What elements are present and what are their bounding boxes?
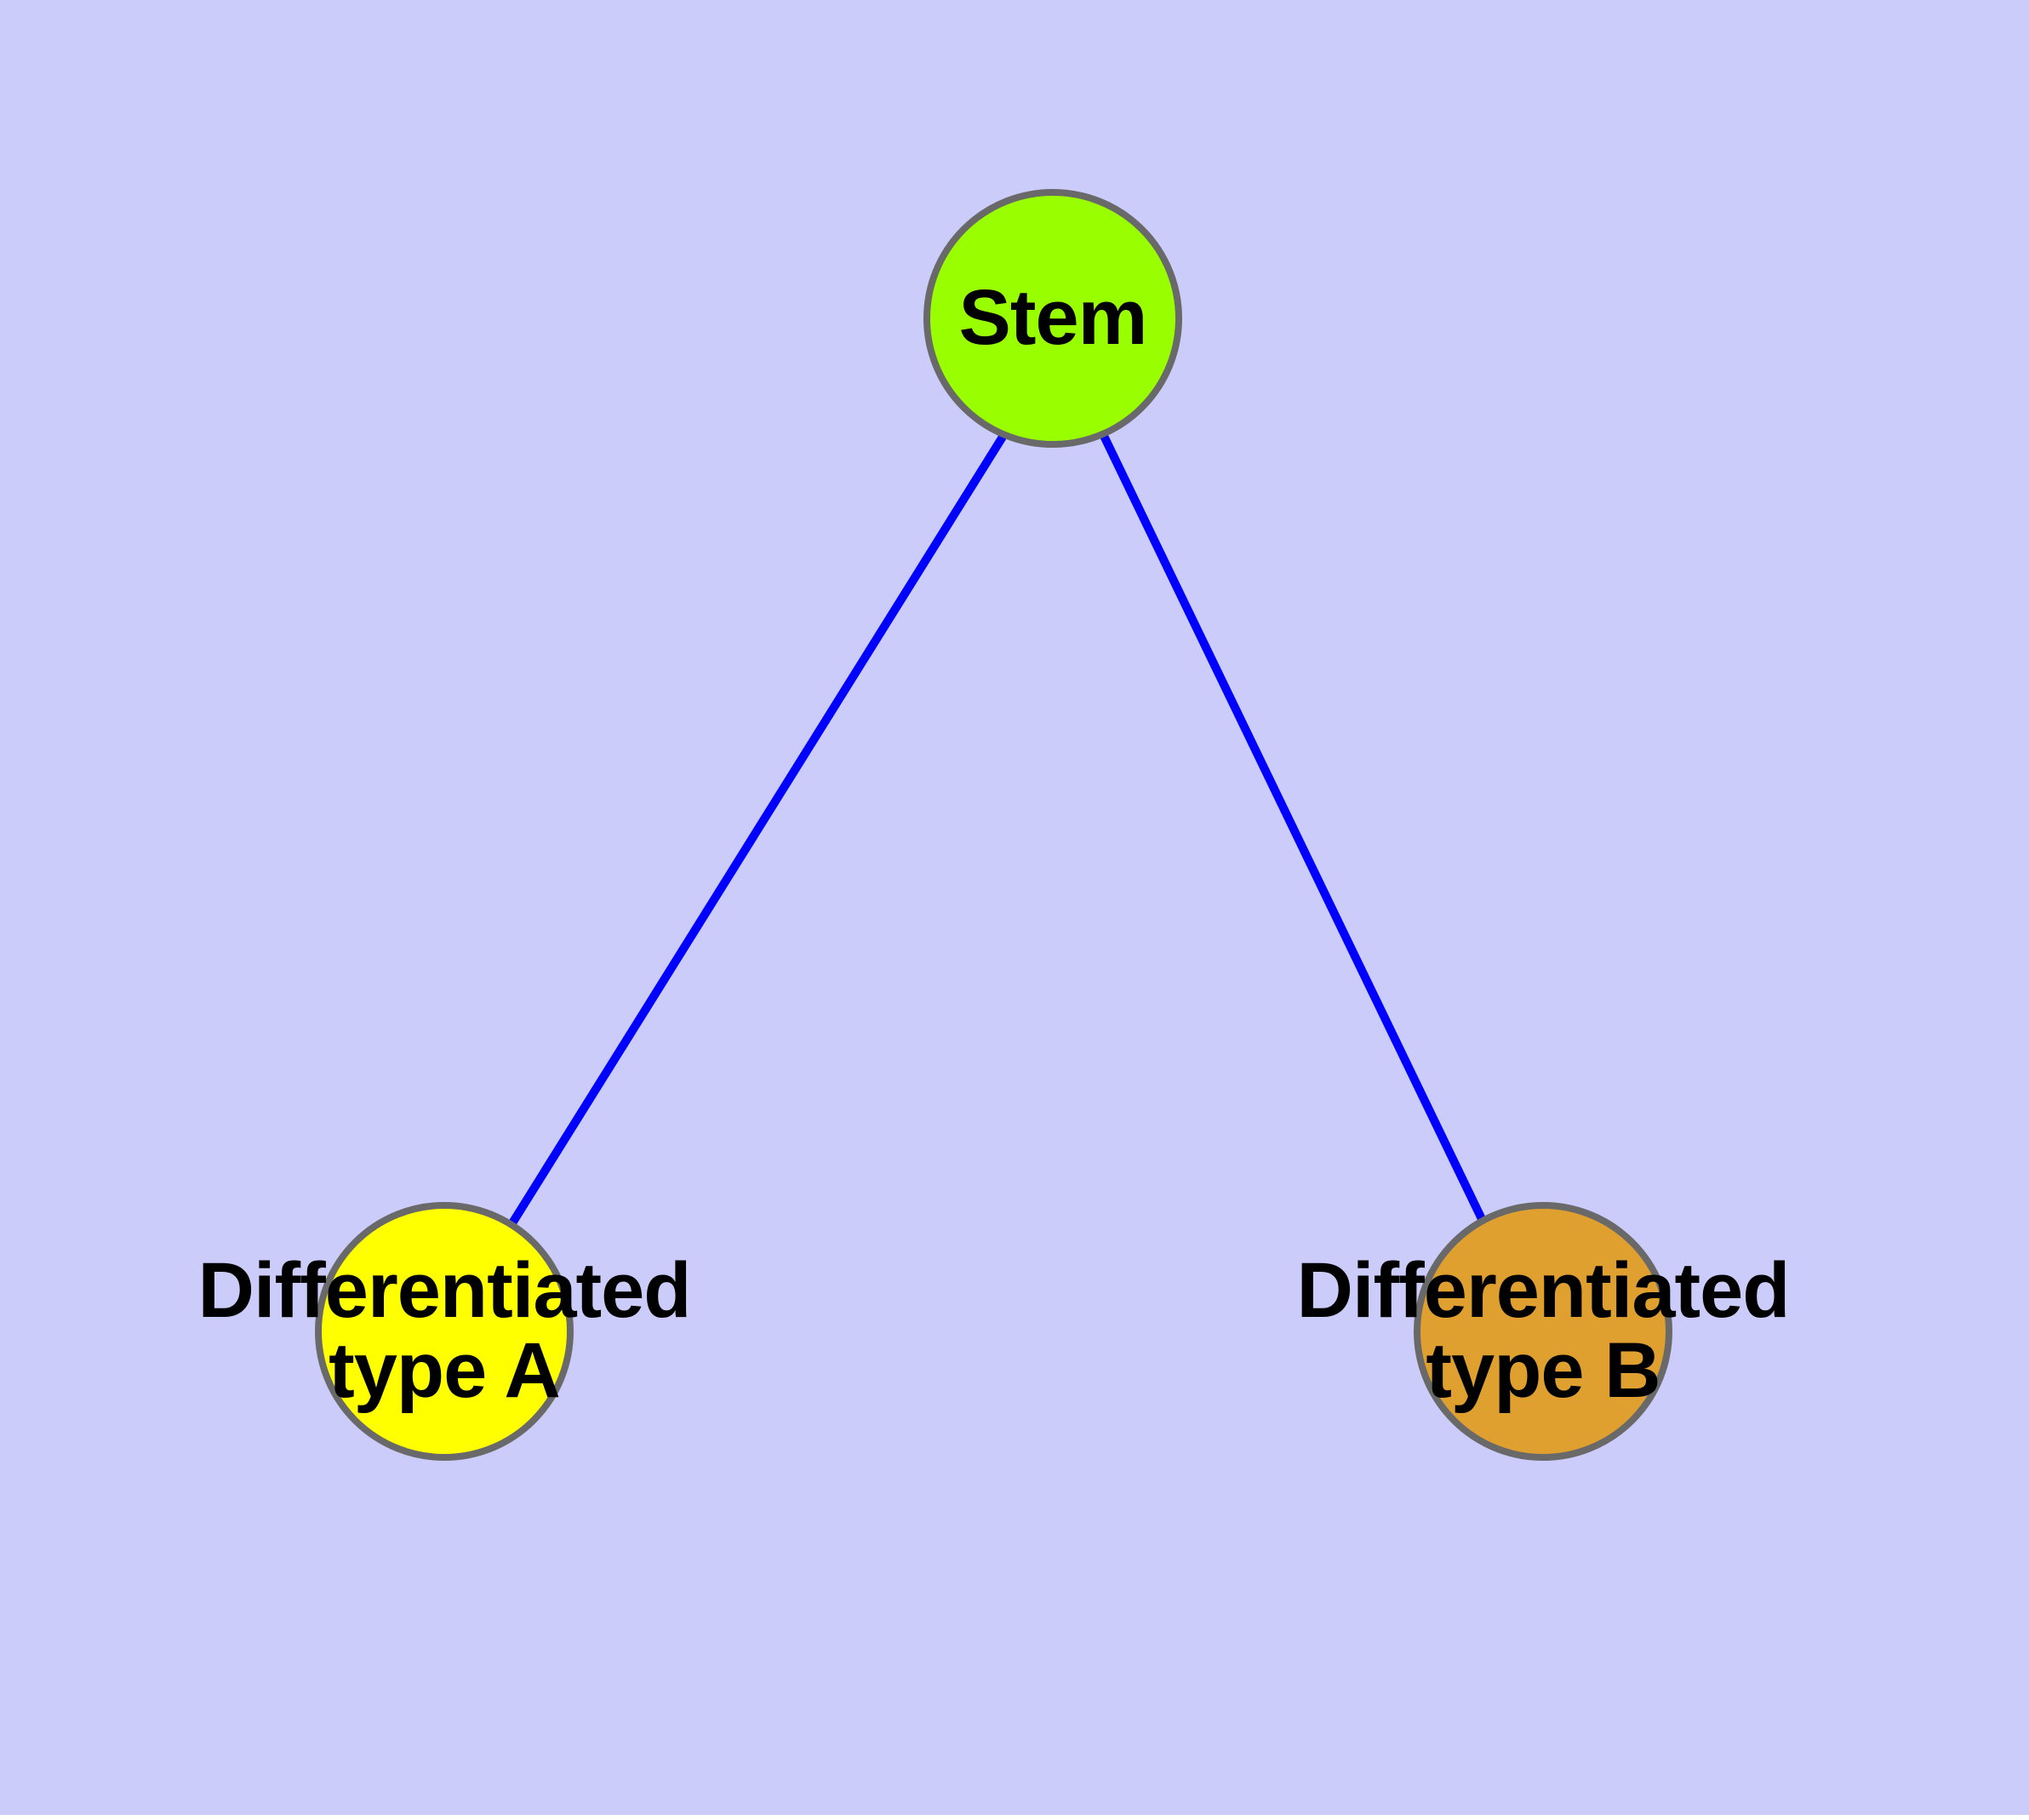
edges-layer	[506, 432, 1487, 1228]
edge-stem-to-differentiated-type-b	[1099, 432, 1487, 1223]
edge-stem-to-differentiated-type-a	[506, 432, 1009, 1228]
nodes-layer	[315, 189, 1672, 1461]
node-circle-differentiated-type-b[interactable]	[1414, 1202, 1672, 1461]
node-circle-stem[interactable]	[923, 189, 1182, 448]
node-circle-differentiated-type-a[interactable]	[315, 1202, 574, 1461]
